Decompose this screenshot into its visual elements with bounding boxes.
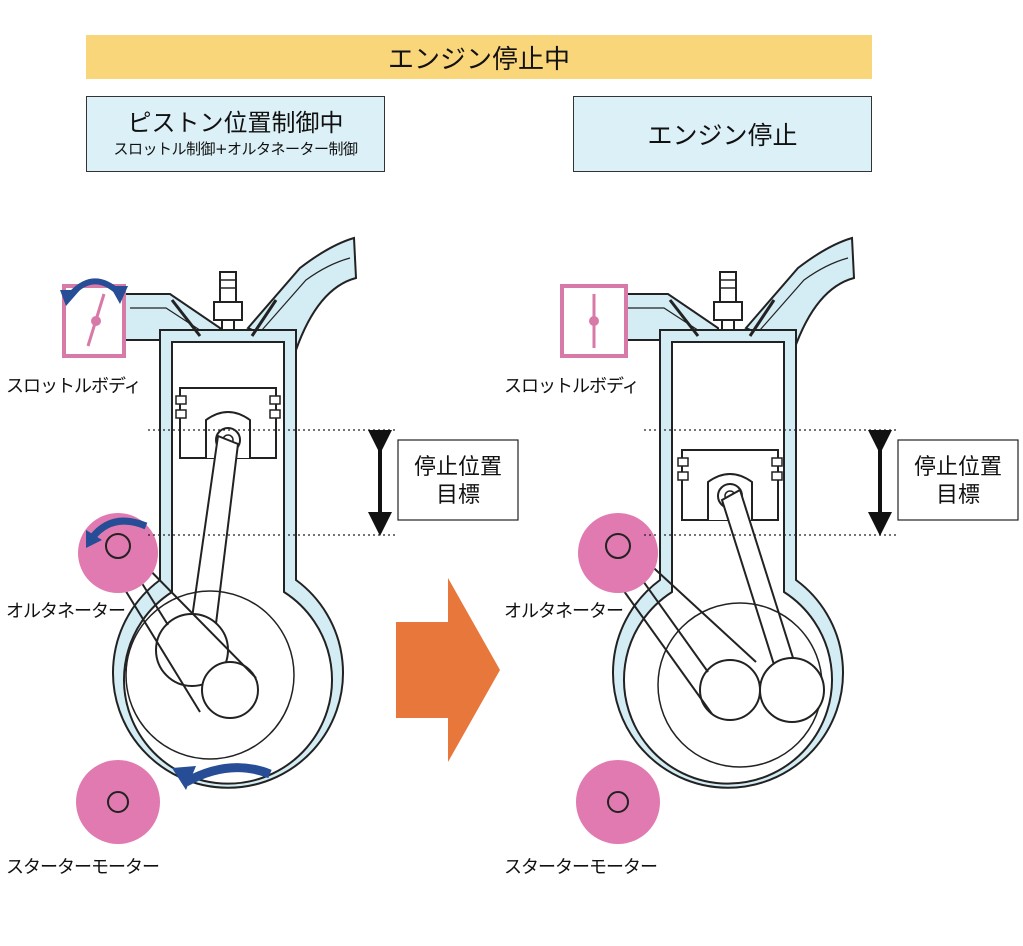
label-target-left-line2: 目標: [436, 483, 480, 508]
status-banner: エンジン停止中: [86, 35, 872, 79]
left-state-box: ピストン位置制御中 スロットル制御+オルタネーター制御: [86, 96, 385, 172]
label-target-right-line2: 目標: [936, 483, 980, 508]
left-state-title: ピストン位置制御中: [127, 109, 344, 137]
starter-motor-right: [576, 760, 660, 844]
throttle-body-right: [560, 284, 628, 358]
right-state-box: エンジン停止: [573, 96, 872, 172]
right-state-title: エンジン停止: [647, 121, 798, 150]
label-starter-motor-right: スターターモーター: [504, 857, 657, 878]
stop-target-indicator-left: [148, 429, 519, 536]
label-target-left-line1: 停止位置: [414, 455, 502, 480]
label-throttle-body-left: スロットルボディ: [6, 376, 141, 397]
spark-plug: [713, 271, 743, 331]
left-state-subtitle: スロットル制御+オルタネーター制御: [113, 140, 358, 158]
label-throttle-body-right: スロットルボディ: [504, 376, 639, 397]
crank-rotation-arrow: [183, 763, 272, 786]
right-engine: [605, 236, 856, 789]
left-engine: [107, 236, 358, 789]
throttle-body-left: [62, 284, 126, 358]
stop-target-indicator-right: [644, 429, 1019, 536]
label-alternator-right: オルタネーター: [504, 601, 623, 622]
label-target-right-line1: 停止位置: [914, 455, 1002, 480]
starter-motor-left: [76, 760, 160, 844]
spark-plug: [213, 271, 243, 331]
transition-arrow: [396, 578, 500, 762]
label-starter-motor-left: スターターモーター: [6, 857, 159, 878]
alternator-right: [578, 513, 658, 593]
alternator-rotation-arrow: [89, 517, 148, 541]
label-alternator-left: オルタネーター: [6, 601, 125, 622]
